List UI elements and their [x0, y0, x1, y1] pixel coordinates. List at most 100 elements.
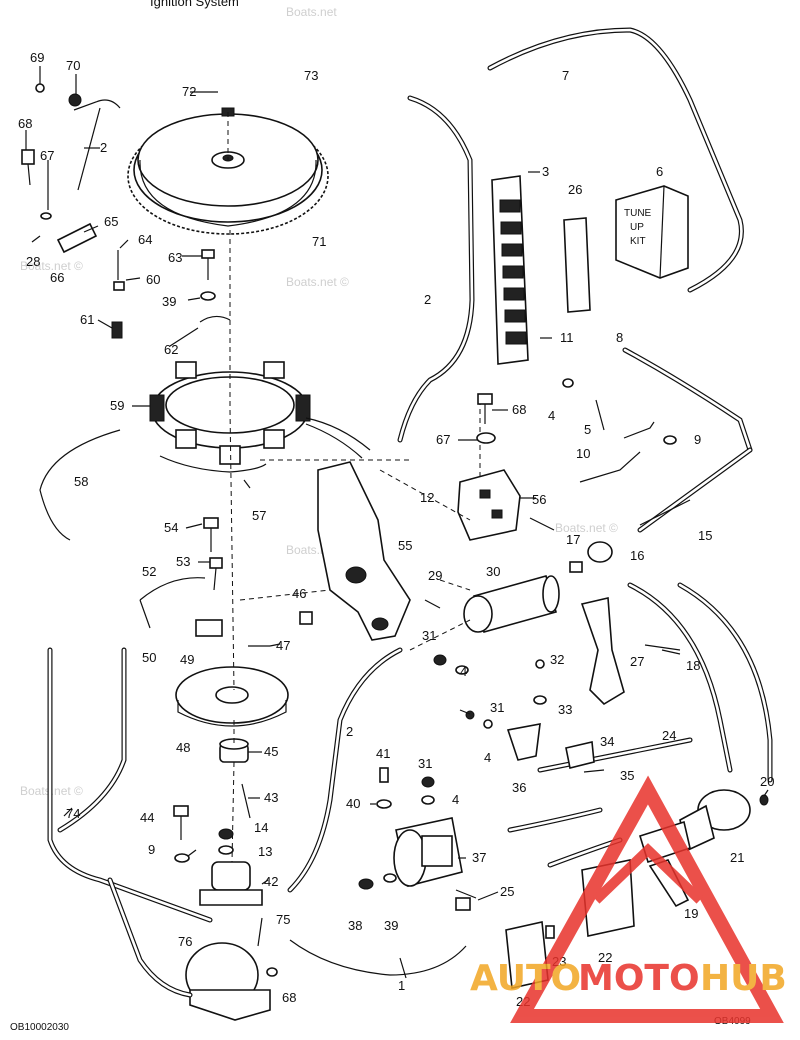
callout-56: 56: [532, 492, 546, 507]
callout-50: 50: [142, 650, 156, 665]
callout-41: 41: [376, 746, 390, 761]
callout-53: 53: [176, 554, 190, 569]
callout-55: 55: [398, 538, 412, 553]
callout-22: 22: [598, 950, 612, 965]
callout-5: 5: [584, 422, 591, 437]
callout-54: 54: [164, 520, 178, 535]
bushing: [219, 738, 249, 763]
callout-12: 12: [420, 490, 434, 505]
callout-31: 31: [490, 700, 504, 715]
callout-68: 68: [512, 402, 526, 417]
callout-19: 19: [684, 906, 698, 921]
callout-61: 61: [80, 312, 94, 327]
callout-67: 67: [40, 148, 54, 163]
callout-57: 57: [252, 508, 266, 523]
callout-37: 37: [472, 850, 486, 865]
logo-text-moto: MOTO: [578, 958, 700, 999]
callout-65: 65: [104, 214, 118, 229]
callout-45: 45: [264, 744, 278, 759]
callout-46: 46: [292, 586, 306, 601]
callout-71: 71: [312, 234, 326, 249]
callout-64: 64: [138, 232, 152, 247]
tune-up-kit: TUNE UP KIT: [615, 185, 689, 279]
callout-8: 8: [616, 330, 623, 345]
stator: [149, 361, 371, 465]
callout-59: 59: [110, 398, 124, 413]
callout-4: 4: [484, 750, 491, 765]
callout-68: 68: [18, 116, 32, 131]
title-fragment: Ignition System: [150, 0, 239, 9]
callout-10: 10: [576, 446, 590, 461]
callout-49: 49: [180, 652, 194, 667]
callout-35: 35: [620, 768, 634, 783]
assembly-axis-lines: [227, 112, 481, 863]
callout-67: 67: [436, 432, 450, 447]
callout-31: 31: [422, 628, 436, 643]
logo-triangle: [510, 775, 784, 1023]
callout-69: 69: [30, 50, 44, 65]
callout-30: 30: [486, 564, 500, 579]
callout-14: 14: [254, 820, 268, 835]
callout-29: 29: [428, 568, 442, 583]
callout-9: 9: [694, 432, 701, 447]
callout-38: 38: [348, 918, 362, 933]
callout-75: 75: [276, 912, 290, 927]
callout-4: 4: [548, 408, 555, 423]
power-pack-coil: [185, 942, 271, 1021]
logo-text-auto: AUTO: [470, 958, 581, 999]
terminal-block: [491, 175, 529, 365]
decal: [563, 217, 591, 313]
callout-42: 42: [264, 874, 278, 889]
tune-up-kit-label: TUNE: [624, 208, 652, 219]
watermark: Boats.net ©: [286, 275, 349, 289]
callout-24: 24: [662, 728, 676, 743]
callout-43: 43: [264, 790, 278, 805]
callout-26: 26: [568, 182, 582, 197]
callout-31: 31: [418, 756, 432, 771]
callout-39: 39: [384, 918, 398, 933]
diagram-code-left: OB10002030: [10, 1022, 69, 1033]
callout-13: 13: [258, 844, 272, 859]
callout-36: 36: [512, 780, 526, 795]
starter-bracket: [580, 597, 625, 706]
logo-text-hub: HUB: [700, 958, 787, 999]
callout-2: 2: [100, 140, 107, 155]
callout-4: 4: [460, 664, 467, 679]
automotohub-logo: AUTO MOTO HUB: [470, 775, 787, 1023]
callout-11: 11: [560, 330, 574, 345]
callout-76: 76: [178, 934, 192, 949]
timer-base: [175, 666, 289, 727]
callout-66: 66: [50, 270, 64, 285]
tune-up-kit-label: KIT: [630, 236, 646, 247]
callout-7: 7: [562, 68, 569, 83]
logo-roof: [592, 843, 704, 904]
callout-39: 39: [162, 294, 176, 309]
callout-27: 27: [630, 654, 644, 669]
callout-21: 21: [730, 850, 744, 865]
callout-15: 15: [698, 528, 712, 543]
callout-17: 17: [566, 532, 580, 547]
callout-18: 18: [686, 658, 700, 673]
callout-2: 2: [346, 724, 353, 739]
callout-74: 74: [66, 806, 80, 821]
callout-40: 40: [346, 796, 360, 811]
callout-labels: 69 70 72 73 7 68 2 67 3 26 6 65 64 71 28…: [18, 50, 774, 1009]
fasteners: [21, 83, 769, 977]
mounting-bracket: [317, 461, 411, 641]
rectifier: [457, 469, 521, 541]
watermark: Boats.net ©: [555, 521, 618, 535]
callout-34: 34: [600, 734, 614, 749]
callout-60: 60: [146, 272, 160, 287]
callout-1: 1: [398, 978, 405, 993]
tune-up-kit-label: UP: [630, 222, 644, 233]
callout-44: 44: [140, 810, 154, 825]
callout-70: 70: [66, 58, 80, 73]
callout-2: 2: [424, 292, 431, 307]
callout-62: 62: [164, 342, 178, 357]
starter-solenoid: [393, 817, 463, 887]
callout-68: 68: [282, 990, 296, 1005]
callout-4: 4: [452, 792, 459, 807]
callout-16: 16: [630, 548, 644, 563]
